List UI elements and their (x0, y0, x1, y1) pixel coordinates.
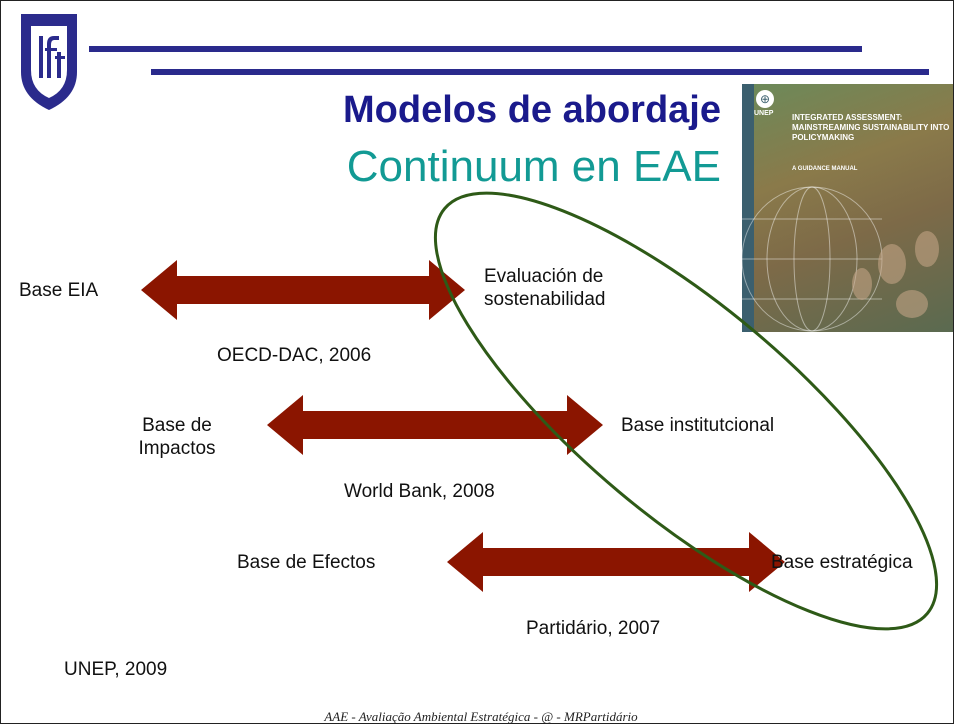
double-arrow-worldbank (267, 395, 603, 455)
source-oecd: OECD-DAC, 2006 (217, 345, 372, 366)
header-rule-top (89, 46, 862, 52)
cover-subtitle: A guidance manual (792, 166, 858, 172)
cover-brand: UNEP (754, 110, 774, 117)
book-cover-image: ⊕ UNEP Integrated Assessment: Mainstream… (742, 84, 953, 332)
label-base-impactos: Base de Impactos (138, 415, 216, 459)
header-rule-bottom (151, 69, 929, 75)
source-partidario: Partidário, 2007 (526, 618, 661, 639)
label-base-estrategica: Base estratégica (771, 552, 913, 573)
label-base-institucional: Base institutcional (621, 415, 775, 436)
double-arrow-oecd (141, 260, 465, 320)
strategic-ellipse (433, 191, 939, 631)
cover-spine (742, 84, 754, 332)
ist-shield-logo-icon (21, 14, 77, 110)
source-worldbank: World Bank, 2008 (344, 481, 495, 502)
citation-unep: UNEP, 2009 (64, 659, 168, 680)
label-evaluacion-sostenabilidad: Evaluación de sostenabilidad (484, 266, 606, 310)
cover-title: Integrated Assessment: Mainstreaming Sus… (792, 113, 950, 142)
double-arrow-partidario (447, 532, 785, 592)
label-base-eia: Base EIA (19, 280, 99, 301)
label-base-efectos: Base de Efectos (237, 552, 376, 573)
globe-grid-icon (742, 186, 939, 332)
slide-footer: AAE - Avaliação Ambiental Estratégica - … (324, 709, 638, 724)
un-emblem-icon: ⊕ (756, 90, 774, 108)
slide-title: Modelos de abordaje (343, 89, 721, 131)
slide-subtitle: Continuum en EAE (346, 142, 721, 191)
